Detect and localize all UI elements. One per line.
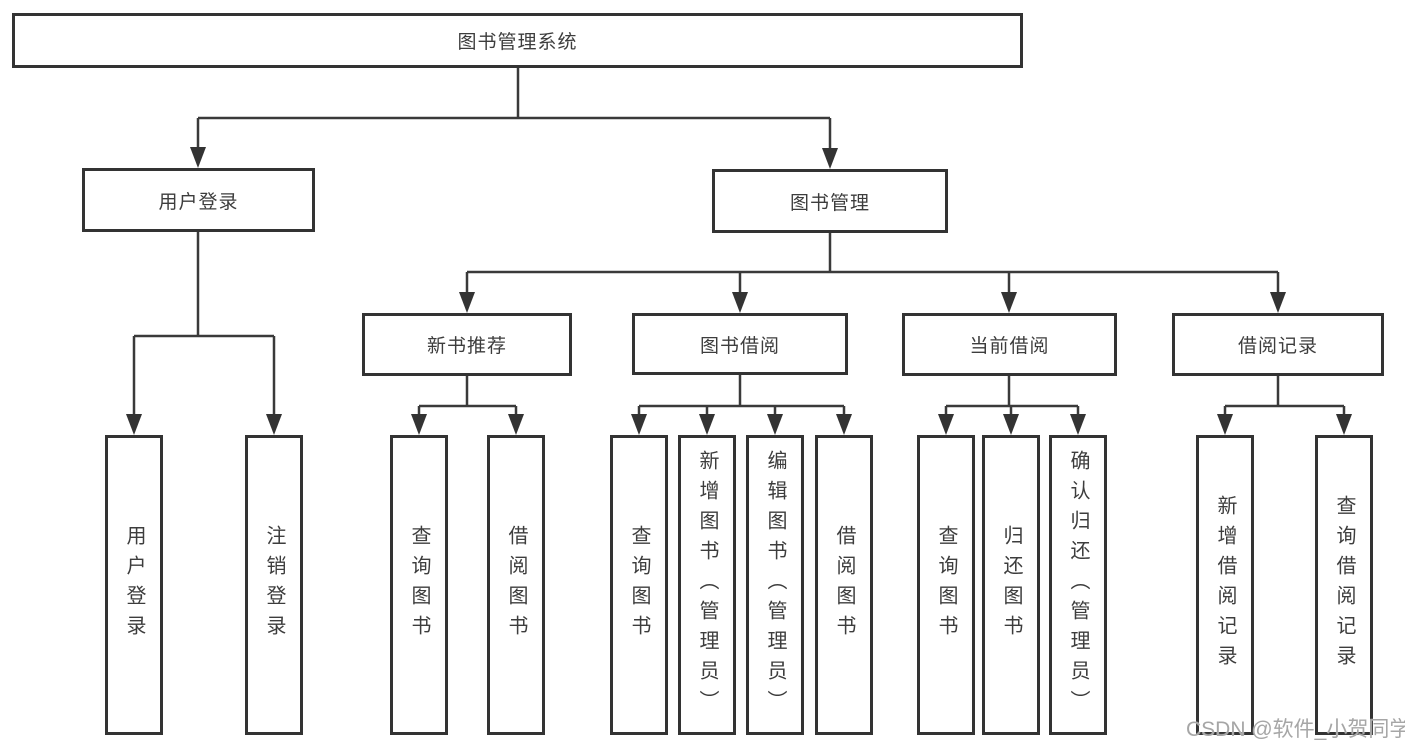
node-root-label: 图书管理系统 bbox=[457, 32, 578, 53]
leaf-add-borrow-record: 新增借阅记录 bbox=[1196, 435, 1254, 735]
node-book-management: 图书管理 bbox=[712, 169, 948, 233]
csdn-watermark: CSDN @软件_小贺同学 bbox=[1186, 718, 1405, 741]
node-current-borrow-label: 当前借阅 bbox=[969, 336, 1050, 357]
node-book-borrow-label: 图书借阅 bbox=[699, 335, 780, 357]
leaf-query-book-3-label: 查询图书 bbox=[935, 525, 957, 645]
leaf-borrow-book-2-label: 借阅图书 bbox=[833, 525, 855, 645]
node-book-management-label: 图书管理 bbox=[789, 192, 870, 214]
node-borrow-records: 借阅记录 bbox=[1172, 313, 1384, 376]
leaf-query-book-2-label: 查询图书 bbox=[628, 525, 650, 645]
leaf-confirm-return-admin-label: 确认归还（管理员） bbox=[1067, 450, 1089, 720]
leaf-user-login: 用户登录 bbox=[105, 435, 163, 735]
leaf-query-book-3: 查询图书 bbox=[917, 435, 975, 735]
leaf-confirm-return-admin: 确认归还（管理员） bbox=[1049, 435, 1107, 735]
leaf-query-book-1-label: 查询图书 bbox=[408, 525, 430, 645]
leaf-query-book-1: 查询图书 bbox=[390, 435, 448, 735]
node-user-login-label: 用户登录 bbox=[158, 191, 239, 213]
leaf-logout: 注销登录 bbox=[245, 435, 303, 735]
node-book-borrow: 图书借阅 bbox=[632, 313, 848, 375]
node-root: 图书管理系统 bbox=[12, 13, 1023, 68]
leaf-edit-book-admin: 编辑图书（管理员） bbox=[746, 435, 804, 735]
leaf-add-borrow-record-label: 新增借阅记录 bbox=[1214, 495, 1236, 675]
leaf-user-login-label: 用户登录 bbox=[123, 525, 145, 645]
leaf-return-book-label: 归还图书 bbox=[1000, 525, 1022, 645]
leaf-logout-label: 注销登录 bbox=[263, 525, 285, 645]
leaf-query-borrow-record-label: 查询借阅记录 bbox=[1333, 495, 1355, 675]
node-current-borrow: 当前借阅 bbox=[902, 313, 1117, 376]
node-new-book-recommend: 新书推荐 bbox=[362, 313, 572, 376]
leaf-return-book: 归还图书 bbox=[982, 435, 1040, 735]
leaf-query-borrow-record: 查询借阅记录 bbox=[1315, 435, 1373, 735]
leaf-add-book-admin: 新增图书（管理员） bbox=[678, 435, 736, 735]
leaf-query-book-2: 查询图书 bbox=[610, 435, 668, 735]
leaf-add-book-admin-label: 新增图书（管理员） bbox=[696, 450, 718, 720]
leaf-borrow-book-2: 借阅图书 bbox=[815, 435, 873, 735]
leaf-borrow-book-1-label: 借阅图书 bbox=[505, 525, 527, 645]
leaf-borrow-book-1: 借阅图书 bbox=[487, 435, 545, 735]
node-user-login: 用户登录 bbox=[82, 168, 315, 232]
node-borrow-records-label: 借阅记录 bbox=[1237, 336, 1318, 357]
node-new-book-recommend-label: 新书推荐 bbox=[426, 336, 507, 357]
leaf-edit-book-admin-label: 编辑图书（管理员） bbox=[764, 450, 786, 720]
